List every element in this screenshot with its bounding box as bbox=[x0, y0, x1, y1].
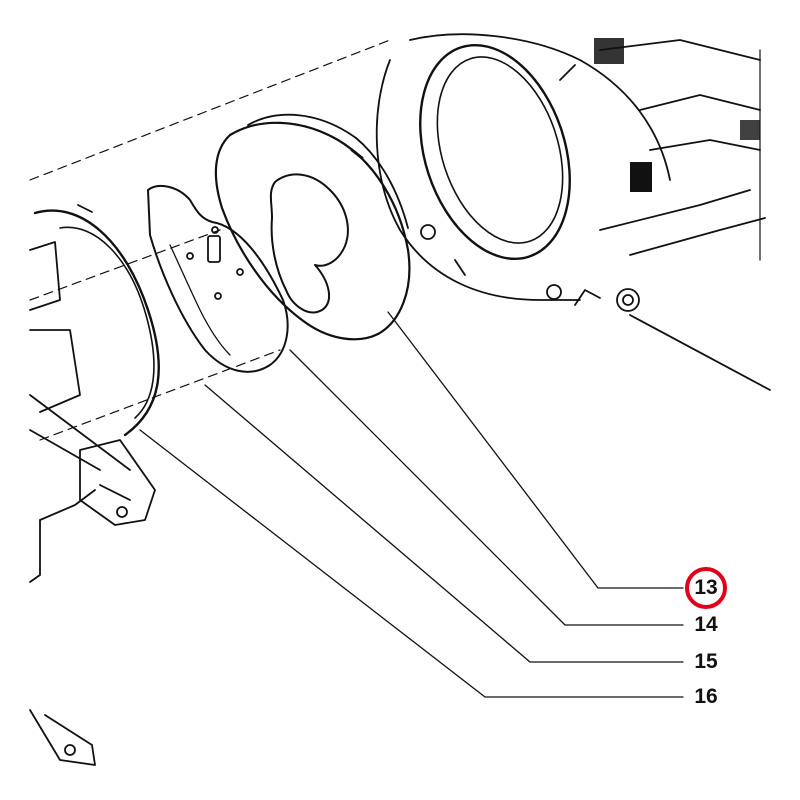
left-housing bbox=[29, 241, 156, 766]
part-16-retaining-ring bbox=[33, 204, 160, 437]
part-14-shroud bbox=[214, 113, 411, 341]
callout-16[interactable]: 16 bbox=[694, 685, 718, 708]
callout-14[interactable]: 14 bbox=[694, 613, 718, 636]
leader-line-14 bbox=[289, 349, 684, 626]
callout-13[interactable]: 13 bbox=[694, 576, 718, 599]
highlight-circle bbox=[685, 567, 727, 609]
callout-15[interactable]: 15 bbox=[694, 650, 718, 673]
leader-lines bbox=[139, 311, 684, 698]
leader-line-16 bbox=[139, 429, 684, 698]
leader-line-13 bbox=[387, 311, 684, 589]
background-assembly bbox=[29, 39, 391, 441]
part-13-motor-housing bbox=[375, 33, 771, 391]
part-15-cover-plate bbox=[147, 184, 289, 373]
leader-line-15 bbox=[204, 384, 684, 663]
